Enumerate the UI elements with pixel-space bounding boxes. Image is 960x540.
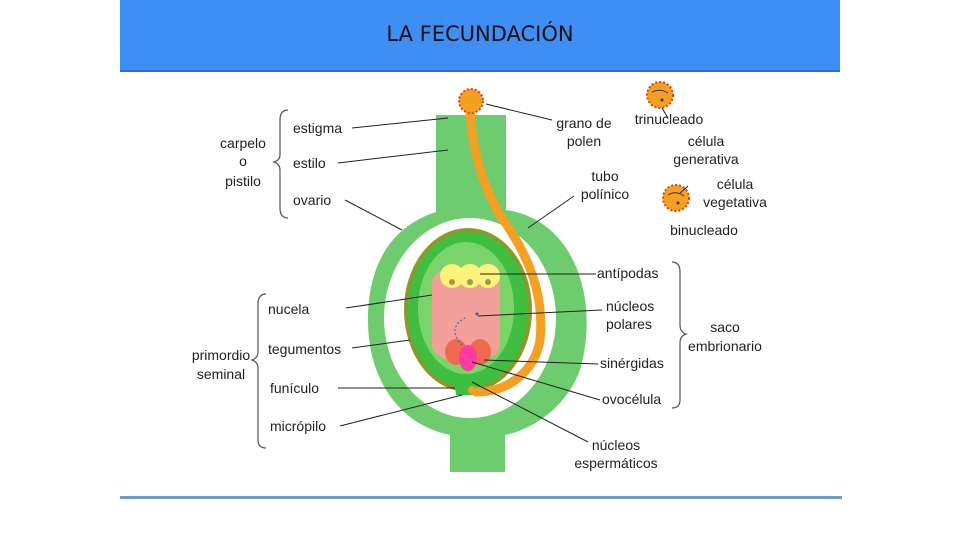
label-micropilo: micrópilo bbox=[270, 418, 326, 434]
label-sinergidas: sinérgidas bbox=[600, 355, 664, 371]
label-ovario: ovario bbox=[293, 192, 331, 208]
label-ovocelula: ovocélula bbox=[602, 391, 661, 407]
label-nucleos-polares-1: núcleos bbox=[606, 298, 654, 314]
saco-bracket bbox=[671, 261, 688, 409]
label-carpelo: carpelo bbox=[220, 135, 266, 151]
label-tubo: tubo bbox=[591, 168, 618, 184]
label-nucleos-espermaticos-1: núcleos bbox=[592, 437, 640, 453]
ovocelula-cell bbox=[459, 345, 477, 371]
label-seminal: seminal bbox=[197, 366, 245, 382]
label-nucela: nucela bbox=[268, 301, 309, 317]
pollen-grain-binucleado bbox=[662, 184, 690, 212]
label-polen: polen bbox=[567, 133, 601, 149]
label-celula-vegetativa-2: vegetativa bbox=[703, 194, 767, 210]
label-pistilo: pistilo bbox=[225, 173, 261, 189]
label-carpelo-o: o bbox=[239, 153, 247, 169]
pollen-grain-stigma bbox=[458, 88, 484, 114]
pollen-tube bbox=[465, 97, 546, 397]
label-grano-de: grano de bbox=[556, 115, 611, 131]
label-celula-generativa-2: generativa bbox=[673, 151, 739, 167]
title-bar: LA FECUNDACIÓN bbox=[120, 0, 840, 72]
label-embrionario: embrionario bbox=[688, 338, 762, 354]
label-tegumentos: tegumentos bbox=[268, 341, 341, 357]
pollen-tube-tip bbox=[468, 386, 476, 394]
sperm-path-arrow bbox=[454, 317, 466, 346]
label-nucleos-polares-2: polares bbox=[606, 316, 652, 332]
label-saco: saco bbox=[710, 319, 740, 335]
labels: carpelo o pistilo estigma estilo ovario … bbox=[192, 111, 767, 471]
bottom-divider bbox=[120, 496, 842, 499]
label-celula-vegetativa-1: célula bbox=[717, 176, 754, 192]
label-polinico: polínico bbox=[581, 186, 629, 202]
label-primordio: primordio bbox=[192, 347, 251, 363]
carpelo-bracket bbox=[272, 109, 289, 219]
label-antipodas: antípodas bbox=[597, 265, 659, 281]
label-trinucleado: trinucleado bbox=[635, 111, 704, 127]
primordio-bracket bbox=[250, 293, 267, 449]
polar-nucleus bbox=[475, 312, 479, 316]
leader-lines bbox=[337, 103, 689, 443]
antipodas-cells bbox=[440, 264, 500, 288]
label-celula-generativa-1: célula bbox=[688, 133, 725, 149]
page-title: LA FECUNDACIÓN bbox=[386, 22, 574, 46]
pollen-grain-trinucleado bbox=[646, 81, 674, 109]
label-funiculo: funículo bbox=[270, 380, 319, 396]
label-estigma: estigma bbox=[293, 120, 342, 136]
label-binucleado: binucleado bbox=[670, 222, 738, 238]
label-nucleos-espermaticos-2: espermáticos bbox=[574, 455, 657, 471]
nucela-shape bbox=[432, 267, 500, 363]
label-estilo: estilo bbox=[293, 155, 326, 171]
